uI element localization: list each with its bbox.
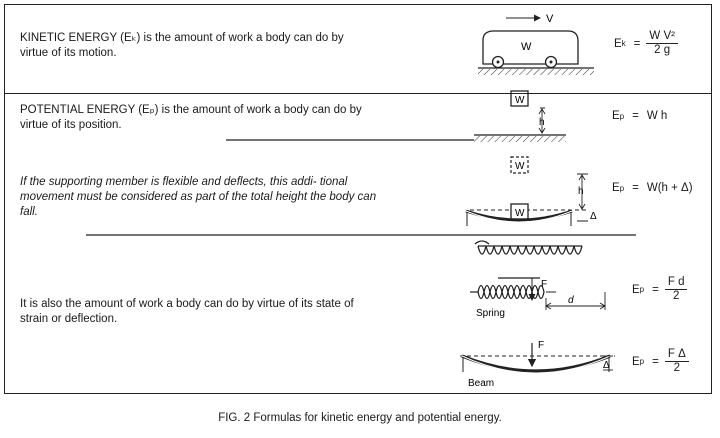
spring-distance-label: d	[568, 295, 574, 306]
spring-force-label: F	[541, 279, 547, 290]
potential-energy-text: POTENTIAL ENERGY (Eₚ) is the amount of w…	[20, 104, 362, 131]
beam-label: Beam	[468, 378, 494, 389]
flexible-height-label: h	[578, 186, 584, 197]
spring-label: Spring	[476, 308, 505, 319]
fallen-weight-label: W	[515, 208, 525, 219]
velocity-label: V	[546, 13, 554, 25]
flexible-beam-with-weight: W h Δ W	[86, 156, 636, 236]
figure-caption: FIG. 2 Formulas for kinetic energy and p…	[218, 412, 502, 424]
flexible-text-line-2: tional movement must be considered as pa…	[20, 176, 348, 203]
figure-frame	[4, 4, 712, 394]
elevated-weight-label: W	[515, 95, 525, 106]
section-divider	[5, 93, 711, 94]
elevated-weight: W h	[226, 90, 566, 142]
flexible-member-text: If the supporting member is flexible and…	[20, 175, 390, 220]
kinetic-energy-text: KINETIC ENERGY (Eₖ) is the amount of wor…	[20, 32, 344, 59]
deflection-label: Δ	[590, 211, 597, 222]
spring-illustration	[474, 240, 583, 300]
strain-energy-text: It is also the amount of work a body can…	[20, 298, 354, 325]
beam-force-label: F	[538, 340, 544, 351]
flexible-text-line-3: height the body can fall.	[20, 191, 377, 218]
height-label: h	[539, 117, 545, 128]
moving-cart: V W	[478, 13, 594, 75]
flexible-text-line-1: If the supporting member is flexible and…	[20, 176, 317, 188]
beam-deflection-label: Δ	[603, 360, 610, 371]
loaded-beam: F Δ Beam	[460, 340, 615, 389]
dashed-weight-label: W	[515, 161, 525, 172]
cart-weight-label: W	[521, 41, 532, 53]
